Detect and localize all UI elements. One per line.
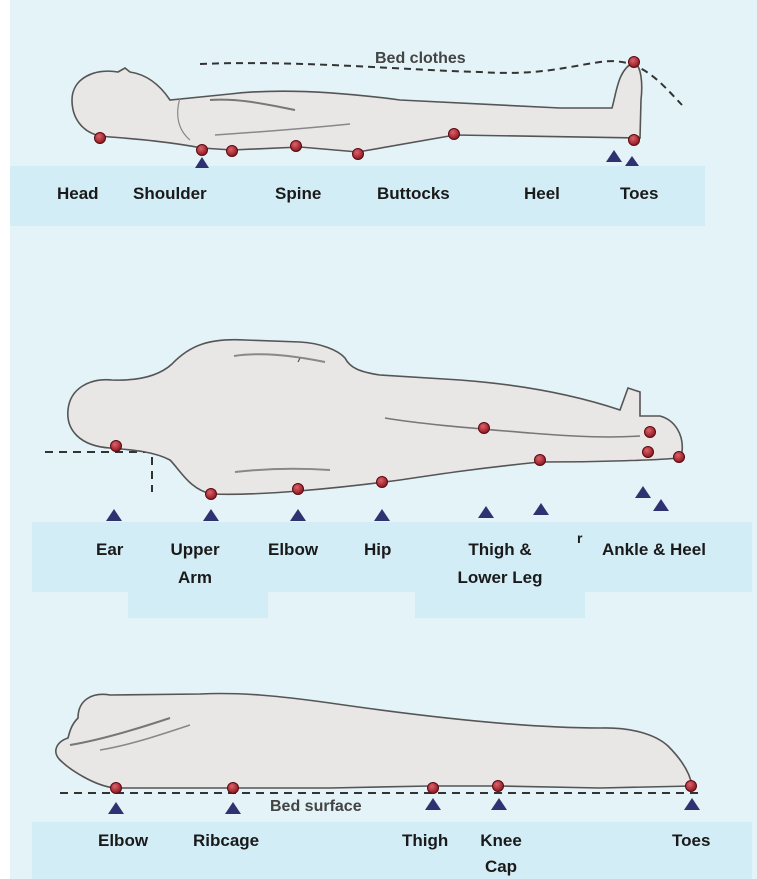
pressure-marker — [635, 486, 651, 498]
pressure-point — [377, 477, 388, 488]
label-knee-cap-line-2: Cap — [470, 856, 532, 877]
pressure-point — [206, 489, 217, 500]
pressure-point — [535, 455, 546, 466]
pressure-point — [629, 57, 640, 68]
pressure-marker — [684, 798, 700, 810]
prone-figure — [56, 693, 700, 793]
pressure-marker — [106, 509, 122, 521]
pressure-point — [95, 133, 106, 144]
pressure-point — [493, 781, 504, 792]
label-elbow-prone: Elbow — [98, 830, 148, 851]
pressure-marker — [533, 503, 549, 515]
lateral-body-silhouette — [68, 340, 682, 495]
pressure-point — [228, 783, 239, 794]
label-toes: Toes — [620, 183, 658, 204]
supine-body-silhouette — [72, 62, 642, 152]
pressure-marker — [374, 509, 390, 521]
label-shoulder: Shoulder — [133, 183, 207, 204]
prone-body-silhouette — [56, 693, 692, 788]
pressure-marker — [625, 156, 639, 166]
label-buttocks: Buttocks — [377, 183, 450, 204]
pressure-point — [111, 783, 122, 794]
supine-figure — [72, 61, 682, 152]
lateral-bed-edge — [45, 452, 152, 492]
label-hip: Hip — [364, 539, 391, 560]
label-heel: Heel — [524, 183, 560, 204]
pressure-point — [645, 427, 656, 438]
pressure-marker — [425, 798, 441, 810]
pressure-point — [686, 781, 697, 792]
pressure-point — [479, 423, 490, 434]
pressure-marker — [653, 499, 669, 511]
pressure-point — [111, 441, 122, 452]
label-elbow: Elbow — [268, 539, 318, 560]
pressure-point — [428, 783, 439, 794]
bed-surface-annotation: Bed surface — [270, 798, 362, 816]
pressure-point — [197, 145, 208, 156]
bed-clothes-annotation: Bed clothes — [375, 50, 466, 68]
pressure-point — [629, 135, 640, 146]
label-thigh-prone: Thigh — [402, 830, 448, 851]
pressure-marker — [195, 157, 209, 168]
pressure-point — [449, 129, 460, 140]
stray-mark: r — [577, 528, 582, 549]
label-knee-cap-line-1: Knee — [470, 830, 532, 851]
pressure-marker — [478, 506, 494, 518]
pressure-marker — [290, 509, 306, 521]
label-ankle-heel: Ankle & Heel — [602, 539, 706, 560]
pressure-marker — [491, 798, 507, 810]
label-ribcage: Ribcage — [193, 830, 259, 851]
label-upper-arm-line-1: Upper — [160, 539, 230, 560]
label-toes-prone: Toes — [672, 830, 710, 851]
label-upper-arm-line-2: Arm — [160, 567, 230, 588]
pressure-marker — [203, 509, 219, 521]
pressure-marker — [108, 802, 124, 814]
pressure-point — [353, 149, 364, 160]
label-ear: Ear — [96, 539, 123, 560]
pressure-point — [227, 146, 238, 157]
pressure-point — [674, 452, 685, 463]
pressure-point — [643, 447, 654, 458]
pressure-point — [291, 141, 302, 152]
label-thigh-lower-leg-line-2: Lower Leg — [440, 567, 560, 588]
pressure-marker — [225, 802, 241, 814]
pressure-marker — [606, 150, 622, 162]
label-thigh-lower-leg-line-1: Thigh & — [440, 539, 560, 560]
label-spine: Spine — [275, 183, 321, 204]
label-head: Head — [57, 183, 99, 204]
lateral-figure — [45, 340, 682, 495]
pressure-point — [293, 484, 304, 495]
